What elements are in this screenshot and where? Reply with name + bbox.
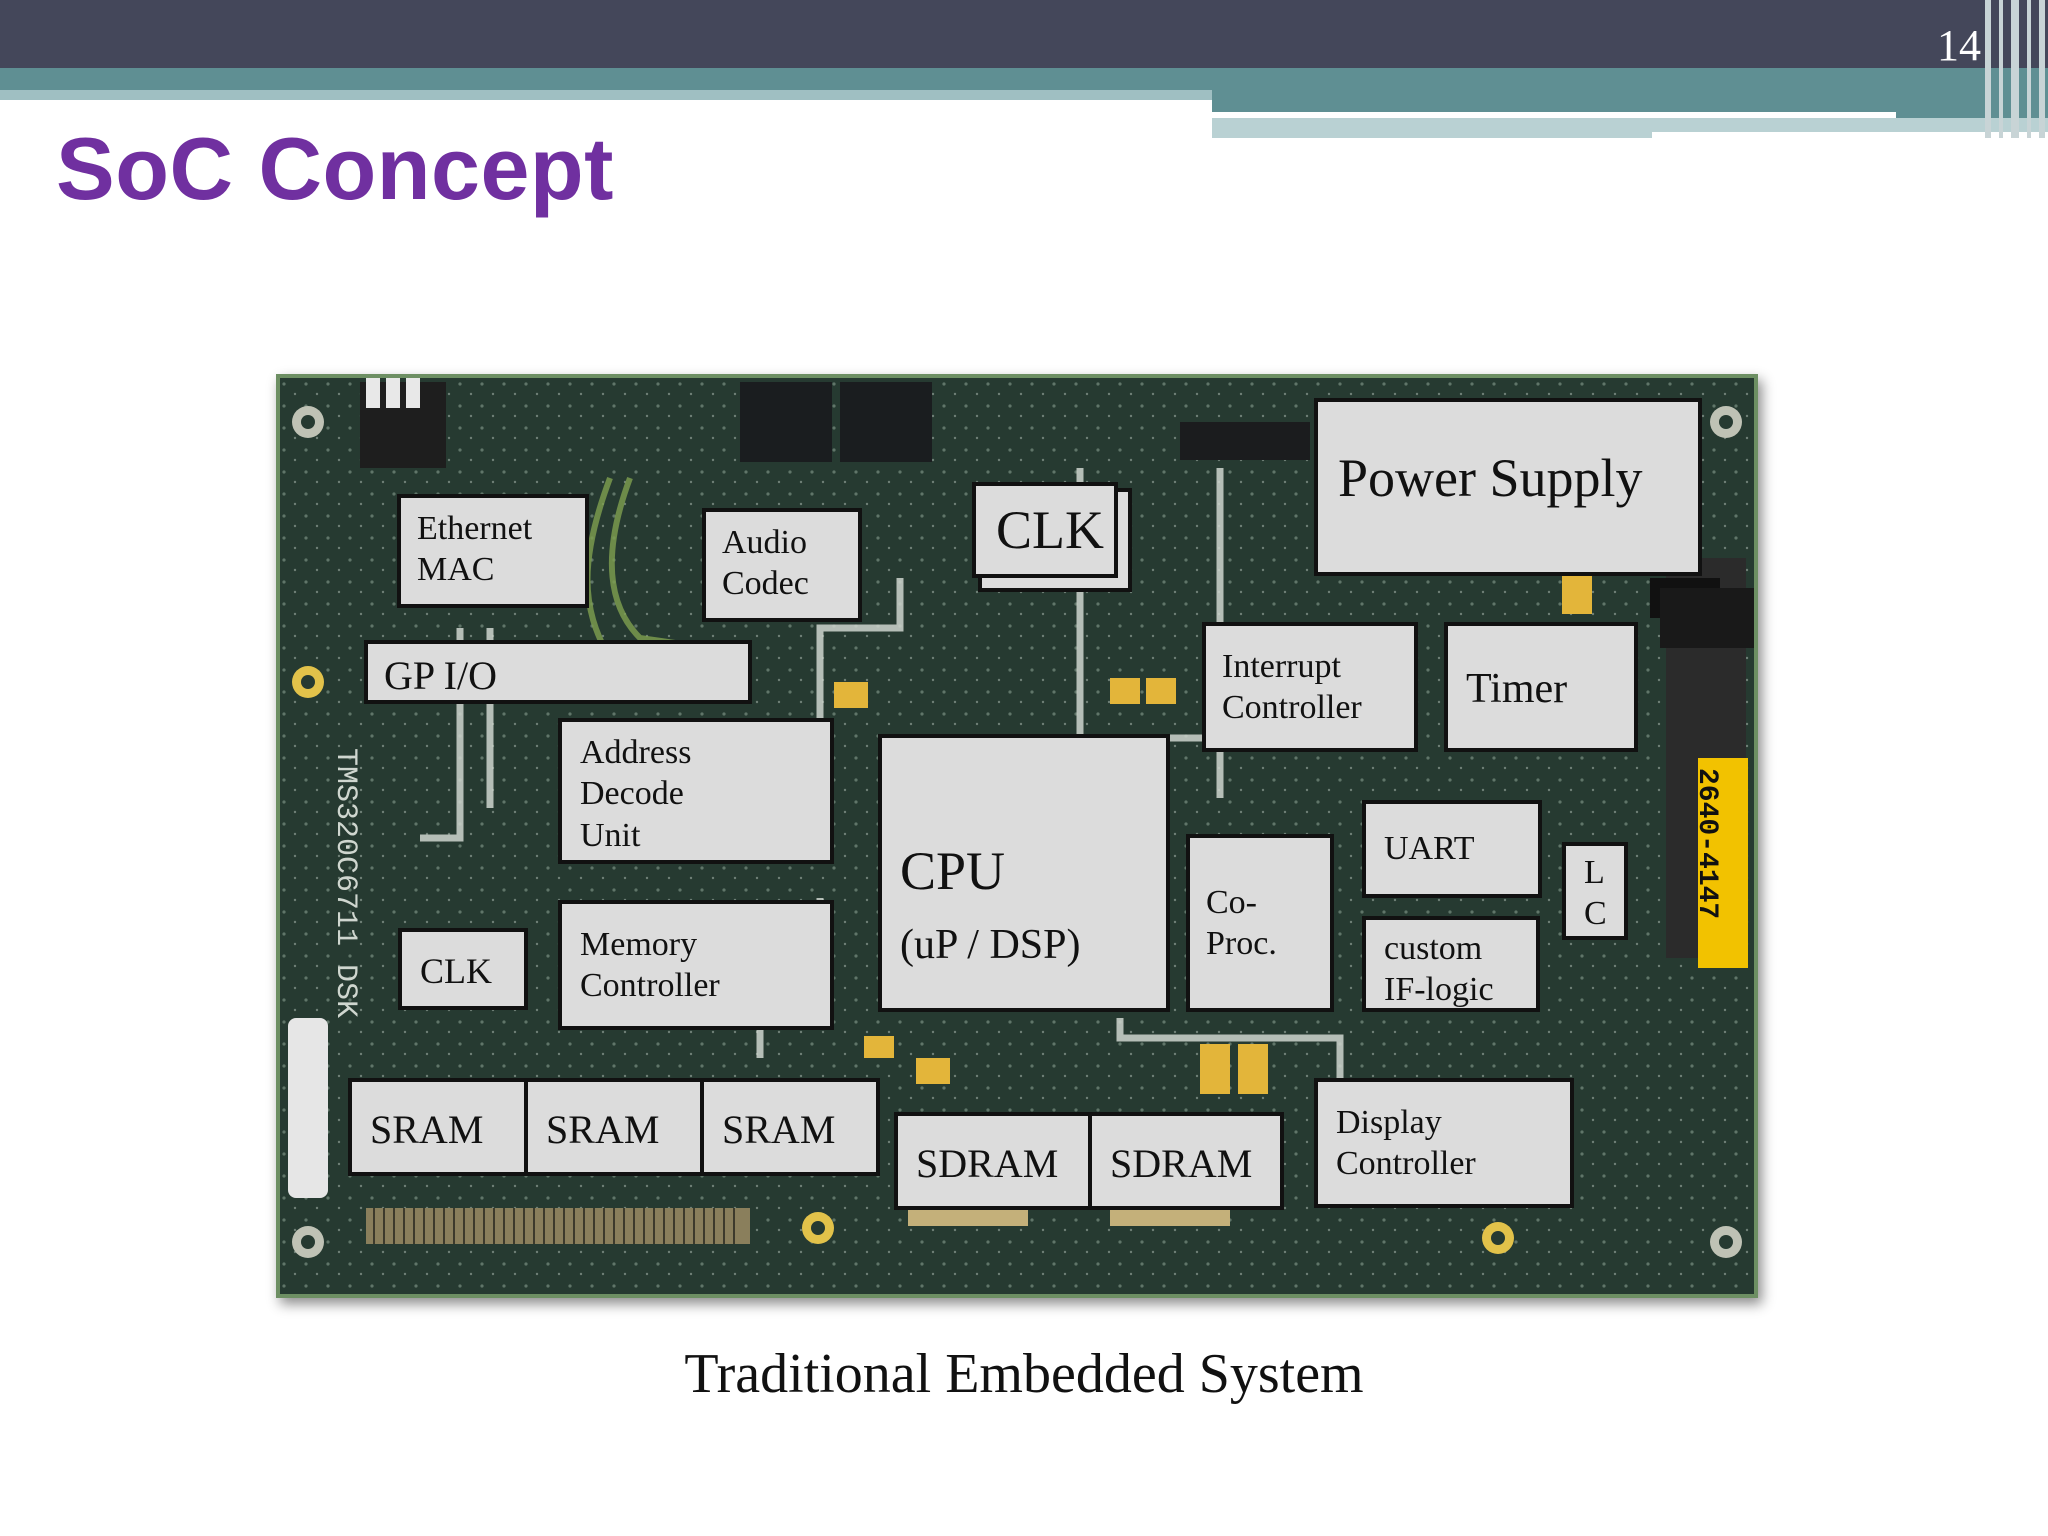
sram-block-2: SRAM [524, 1078, 704, 1176]
silkscreen-label: TMS320C6711 DSK [328, 748, 362, 1019]
header-stripes [1985, 0, 2048, 138]
header-accent-light [0, 90, 1212, 100]
audio-codec-block: Audio Codec [702, 508, 862, 622]
header-accent-band [0, 68, 2048, 90]
header-bar [0, 0, 2048, 68]
sdram-block-1: SDRAM [894, 1112, 1092, 1210]
diagram-caption: Traditional Embedded System [684, 1343, 1364, 1405]
timer-block: Timer [1444, 622, 1638, 752]
sram-block-1: SRAM [348, 1078, 528, 1176]
power-supply-block: Power Supply [1314, 398, 1702, 576]
custom-if-logic-block: custom IF-logic [1362, 916, 1540, 1012]
header-accent-line [1212, 112, 1896, 118]
slide-number: 14 [1937, 21, 1981, 70]
sdram-block-2: SDRAM [1088, 1112, 1284, 1210]
cpu-label: CPU [900, 840, 1006, 901]
address-decode-block: Address Decode Unit [558, 718, 834, 864]
uart-block: UART [1362, 800, 1542, 898]
sram-block-3: SRAM [700, 1078, 880, 1176]
part-tag: 2640-4147 [1691, 768, 1722, 920]
display-controller-block: Display Controller [1314, 1078, 1574, 1208]
interrupt-controller-block: Interrupt Controller [1202, 622, 1418, 752]
slide-title: SoC Concept [56, 119, 614, 218]
co-processor-block: Co- Proc. [1186, 834, 1334, 1012]
memory-controller-block: Memory Controller [558, 900, 834, 1030]
cpu-sublabel: (uP / DSP) [900, 922, 1081, 969]
clk-block-left: CLK [398, 928, 528, 1010]
pcb-board-photo: TMS320C6711 DSK 2640-4147 Ethernet MAC A… [276, 374, 1758, 1298]
lc-block: L C [1562, 842, 1628, 940]
cpu-block: CPU (uP / DSP) [878, 734, 1170, 1012]
header-accent-line-2 [1652, 132, 2048, 138]
clk-block-top: CLK [972, 482, 1118, 578]
gpio-block: GP I/O [364, 640, 752, 704]
ethernet-mac-block: Ethernet MAC [397, 494, 589, 608]
